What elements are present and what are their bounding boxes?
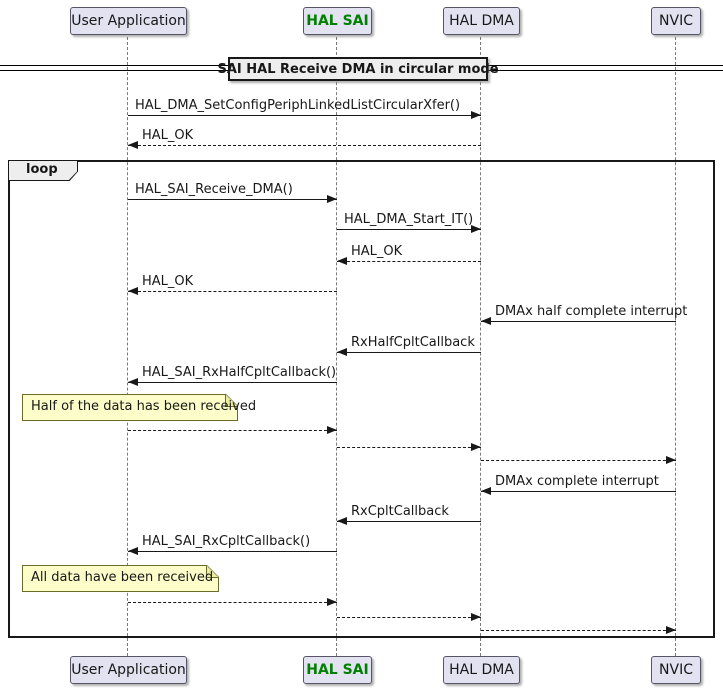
loop-label: loop: [26, 162, 58, 177]
loop-frame-tab: loop: [8, 160, 78, 181]
lifeline-user-application: [127, 37, 128, 656]
arrowhead-icon: [327, 598, 337, 606]
message-arrow: HAL_SAI_Receive_DMA(): [128, 182, 337, 203]
note-fold-corner-icon: [206, 566, 218, 578]
message-arrow: HAL_DMA_Start_IT(): [337, 212, 481, 233]
arrow-line: [481, 456, 676, 464]
arrowhead-icon: [666, 626, 676, 634]
arrow-line: [337, 225, 481, 233]
arrowhead-icon: [337, 517, 347, 525]
arrowhead-icon: [327, 426, 337, 434]
arrow-line: [337, 348, 481, 356]
note-fill: [23, 395, 237, 420]
message-label: [481, 613, 676, 628]
message-arrow: [128, 413, 337, 434]
note-fold-corner-icon: [225, 395, 237, 407]
arrowhead-icon: [666, 456, 676, 464]
note-half-data-received: Half of the data has been received: [22, 394, 257, 421]
message-label: DMAx half complete interrupt: [495, 304, 688, 319]
message-arrow: HAL_OK: [337, 244, 481, 265]
participant-box-nvic-bottom: NVIC: [651, 656, 701, 684]
message-arrow: [481, 443, 676, 464]
message-arrow: RxHalfCpltCallback: [337, 335, 481, 356]
arrow-line: [128, 426, 337, 434]
message-arrow: HAL_DMA_SetConfigPeriphLinkedListCircula…: [128, 98, 481, 119]
arrow-line: [481, 317, 676, 325]
message-label: HAL_DMA_SetConfigPeriphLinkedListCircula…: [135, 98, 461, 113]
message-label: HAL_SAI_Receive_DMA(): [135, 182, 293, 197]
message-arrow: RxCpltCallback: [337, 504, 481, 525]
arrow-line: [128, 141, 481, 149]
arrow-line: [128, 598, 337, 606]
arrowhead-icon: [128, 378, 138, 386]
message-arrow: HAL_SAI_RxCpltCallback(): [128, 534, 337, 555]
arrow-line: [128, 195, 337, 203]
participant-box-hal-dma-bottom: HAL DMA: [443, 656, 520, 684]
arrow-line: [128, 378, 337, 386]
arrowhead-icon: [337, 257, 347, 265]
loop-tab-fill: [9, 161, 77, 180]
message-label: HAL_SAI_RxCpltCallback(): [142, 534, 311, 549]
arrowhead-icon: [128, 547, 138, 555]
arrowhead-icon: [128, 141, 138, 149]
diagram-title: SAI HAL Receive DMA in circular mode: [218, 57, 499, 81]
arrow-line: [128, 287, 337, 295]
participant-box-user-application: User Application: [70, 7, 187, 35]
lifeline-hal-sai: [336, 37, 337, 656]
message-arrow: DMAx complete interrupt: [481, 474, 676, 495]
message-arrow: [128, 585, 337, 606]
message-arrow: HAL_SAI_RxHalfCpltCallback(): [128, 365, 337, 386]
participant-box-hal-sai-bottom: HAL SAI: [303, 656, 372, 684]
message-arrow: [337, 600, 481, 621]
arrow-line: [337, 443, 481, 451]
message-arrow: HAL_OK: [128, 128, 481, 149]
message-arrow: [337, 430, 481, 451]
message-arrow: HAL_OK: [128, 274, 337, 295]
message-label: HAL_SAI_RxHalfCpltCallback(): [142, 365, 337, 380]
arrow-line: [128, 547, 337, 555]
arrowhead-icon: [481, 317, 491, 325]
arrow-line: [337, 613, 481, 621]
arrowhead-icon: [471, 613, 481, 621]
message-label: [481, 443, 676, 458]
arrowhead-icon: [327, 195, 337, 203]
arrowhead-icon: [471, 443, 481, 451]
message-label: HAL_DMA_Start_IT(): [344, 212, 474, 227]
note-text: All data have been received: [31, 570, 214, 585]
message-label: RxHalfCpltCallback: [351, 335, 475, 350]
participant-box-hal-sai: HAL SAI: [303, 7, 372, 35]
arrow-line: [481, 626, 676, 634]
message-label: HAL_OK: [142, 128, 194, 143]
message-arrow: DMAx half complete interrupt: [481, 304, 688, 325]
message-label: HAL_OK: [142, 274, 194, 289]
arrowhead-icon: [481, 487, 491, 495]
message-label: DMAx complete interrupt: [495, 474, 659, 489]
participant-box-nvic: NVIC: [651, 7, 701, 35]
message-label: [337, 430, 481, 445]
message-label: [337, 600, 481, 615]
arrowhead-icon: [471, 111, 481, 119]
arrowhead-icon: [128, 287, 138, 295]
arrow-line: [481, 487, 676, 495]
message-label: RxCpltCallback: [351, 504, 449, 519]
arrowhead-icon: [471, 225, 481, 233]
lifeline-nvic: [675, 37, 676, 656]
note-fill: [23, 566, 218, 591]
note-text: Half of the data has been received: [31, 399, 257, 414]
participant-box-hal-dma: HAL DMA: [443, 7, 520, 35]
message-label: HAL_OK: [351, 244, 403, 259]
arrow-line: [337, 257, 481, 265]
arrowhead-icon: [337, 348, 347, 356]
arrow-line: [337, 517, 481, 525]
arrow-line: [128, 111, 481, 119]
lifeline-hal-dma: [480, 37, 481, 656]
participant-box-user-application-bottom: User Application: [70, 656, 187, 684]
note-all-data-received: All data have been received: [22, 565, 219, 592]
message-arrow: [481, 613, 676, 634]
loop-frame: [8, 160, 715, 638]
